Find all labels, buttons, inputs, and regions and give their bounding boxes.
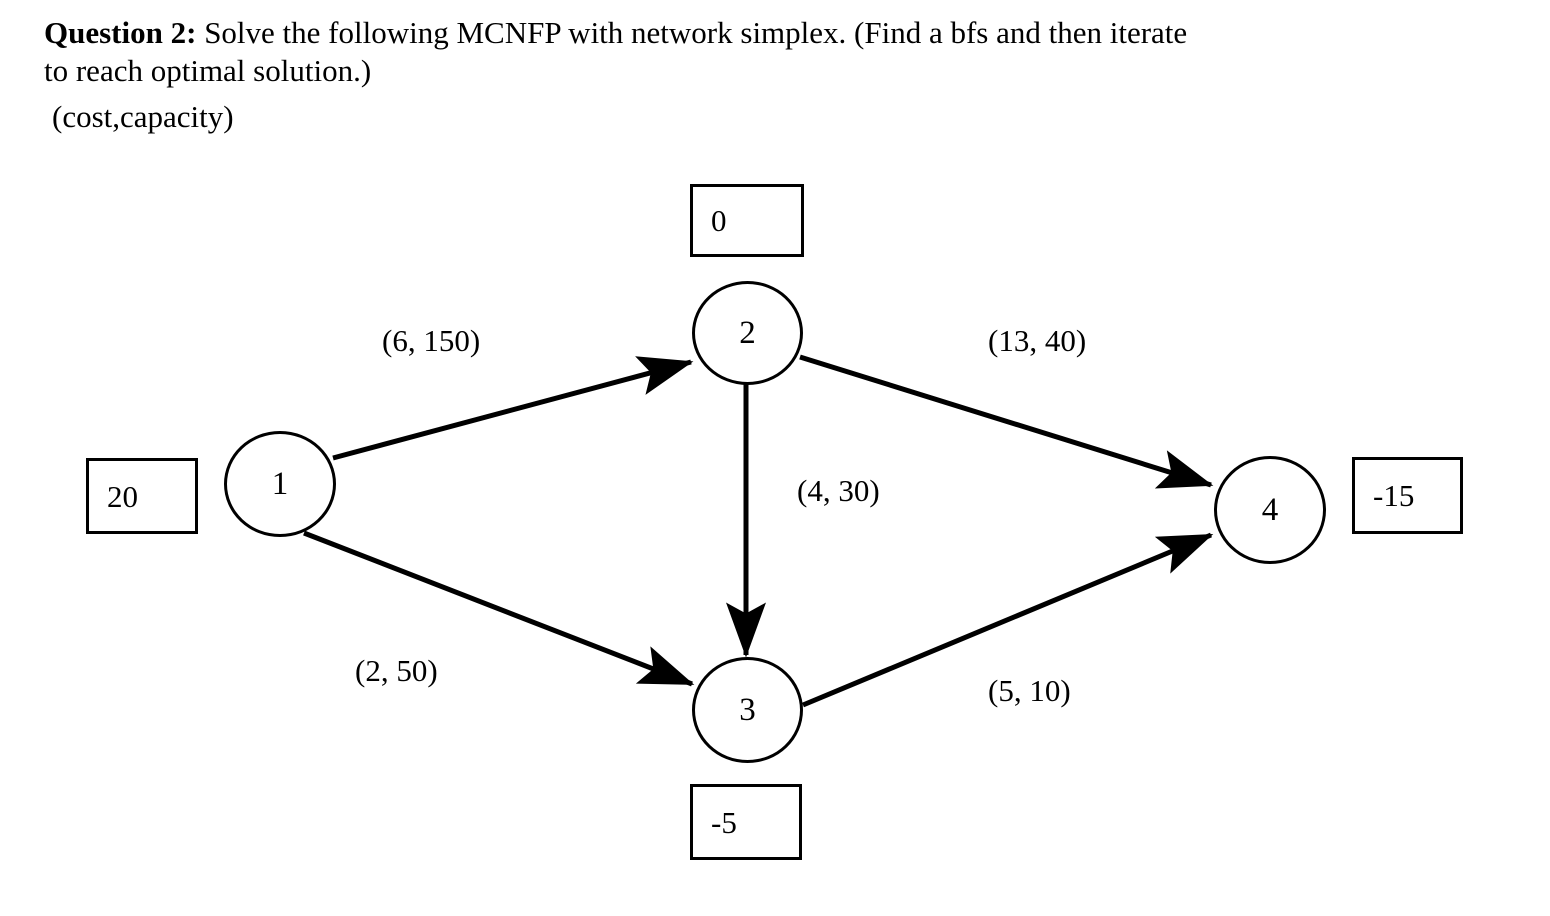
node-2: 2 xyxy=(692,281,803,385)
supply-value-node-3: -5 xyxy=(711,804,737,840)
edge-label-2-to-3: (4, 30) xyxy=(797,473,880,508)
node-label-4: 4 xyxy=(1261,491,1279,528)
edge-1-to-3 xyxy=(303,530,695,687)
supply-box-node-3: -5 xyxy=(690,784,802,860)
question-text: Solve the following MCNFP with network s… xyxy=(196,15,1188,50)
cost-capacity-legend: (cost,capacity) xyxy=(52,99,234,134)
diagram-edges-layer xyxy=(303,354,1214,708)
edge-3-to-4 xyxy=(802,532,1214,708)
problem-statement: Question 2: Solve the following MCNFP wi… xyxy=(44,14,1514,136)
node-label-3: 3 xyxy=(739,691,756,728)
edge-label-1-to-3: (2, 50) xyxy=(355,653,438,688)
supply-box-node-4: -15 xyxy=(1352,457,1463,534)
question-number-label: Question 2: xyxy=(44,15,197,50)
node-label-1: 1 xyxy=(271,465,289,502)
problem-statement-line-1: Question 2: Solve the following MCNFP wi… xyxy=(44,14,1514,52)
node-3: 3 xyxy=(692,657,803,763)
problem-statement-line-2: to reach optimal solution.) xyxy=(44,53,372,88)
edge-2-to-4 xyxy=(799,354,1214,489)
edge-1-to-2 xyxy=(332,356,694,461)
supply-box-node-2: 0 xyxy=(690,184,804,257)
supply-value-node-2: 0 xyxy=(711,203,727,238)
node-label-2: 2 xyxy=(739,314,756,351)
supply-value-node-1: 20 xyxy=(107,478,138,514)
network-flow-diagram: 0 20 -15 -5 1 2 3 4 (6, 150) (2, 50) (4,… xyxy=(0,150,1550,916)
node-1: 1 xyxy=(224,431,336,537)
node-4: 4 xyxy=(1214,456,1326,564)
edge-label-2-to-4: (13, 40) xyxy=(988,323,1087,358)
supply-box-node-1: 20 xyxy=(86,458,198,534)
edge-label-3-to-4: (5, 10) xyxy=(988,673,1071,708)
supply-value-node-4: -15 xyxy=(1373,478,1415,513)
edge-label-1-to-2: (6, 150) xyxy=(382,323,481,358)
